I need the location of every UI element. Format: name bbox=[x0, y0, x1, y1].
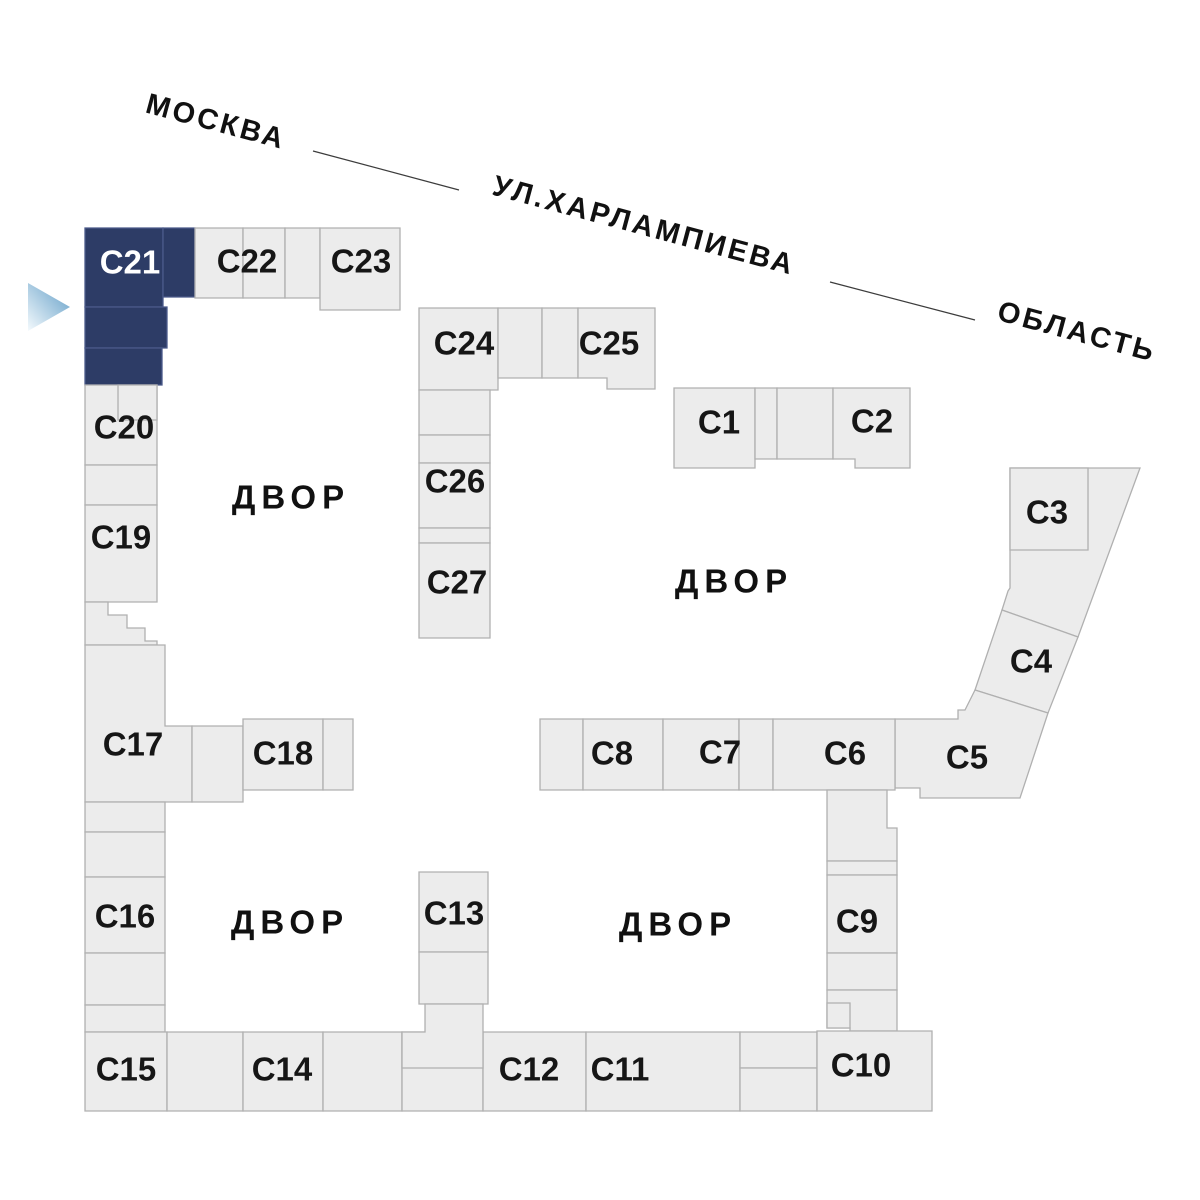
building-cell[interactable] bbox=[826, 874, 898, 954]
building-cell[interactable] bbox=[826, 789, 898, 862]
building-cell[interactable] bbox=[541, 307, 579, 379]
building-c2[interactable]: С2 bbox=[776, 387, 911, 469]
building-c21[interactable]: С21 bbox=[84, 227, 196, 386]
street-label-moscow: МОСКВА bbox=[142, 88, 289, 156]
building-c16[interactable]: С16 bbox=[84, 801, 166, 1033]
building-cell[interactable] bbox=[242, 227, 286, 299]
building-cell[interactable] bbox=[739, 1031, 818, 1069]
building-c15[interactable]: С15 bbox=[84, 1031, 168, 1112]
building-cell[interactable] bbox=[84, 306, 168, 349]
building-cell[interactable] bbox=[585, 1031, 741, 1112]
building-c7[interactable]: С7 bbox=[662, 718, 774, 791]
building-cell[interactable] bbox=[482, 1031, 587, 1112]
building-cell[interactable] bbox=[754, 387, 778, 460]
building-cell[interactable] bbox=[84, 1004, 166, 1033]
building-cell[interactable] bbox=[418, 462, 491, 529]
building-cell[interactable] bbox=[826, 1002, 851, 1029]
courtyard-label-northeast: ДВОР bbox=[675, 563, 793, 600]
building-c22[interactable]: С22 bbox=[194, 227, 321, 299]
building-c26[interactable]: С26 bbox=[418, 389, 491, 529]
building-cell[interactable] bbox=[776, 387, 834, 460]
building-c8[interactable]: С8 bbox=[539, 718, 664, 791]
building-cell[interactable] bbox=[826, 952, 898, 991]
building-cell[interactable] bbox=[84, 876, 166, 954]
building-c24[interactable]: С24 bbox=[418, 307, 579, 391]
building-cell[interactable] bbox=[739, 1067, 818, 1112]
building-cell[interactable] bbox=[577, 307, 656, 390]
building-c13[interactable]: С13 bbox=[401, 871, 489, 1069]
building-cell[interactable] bbox=[816, 1030, 933, 1112]
courtyard-captions: ДВОР ДВОР ДВОР ДВОР bbox=[231, 479, 793, 943]
building-cell[interactable] bbox=[673, 387, 756, 469]
building-c20[interactable]: С20 bbox=[84, 384, 158, 506]
building-c1[interactable]: С1 bbox=[673, 387, 778, 469]
building-cell[interactable] bbox=[418, 542, 491, 639]
street-divider-line bbox=[829, 281, 976, 321]
building-cell[interactable] bbox=[84, 831, 166, 878]
building-cell[interactable] bbox=[418, 871, 489, 953]
building-cell[interactable] bbox=[166, 1031, 244, 1112]
building-cell[interactable] bbox=[539, 718, 584, 791]
building-cell[interactable] bbox=[497, 307, 543, 379]
building-cell[interactable] bbox=[84, 601, 158, 646]
building-cell[interactable] bbox=[319, 227, 401, 311]
building-cell[interactable] bbox=[84, 227, 164, 308]
building-cell[interactable] bbox=[894, 689, 1049, 799]
building-c3[interactable]: С3 bbox=[1001, 467, 1141, 638]
building-cell[interactable] bbox=[84, 644, 193, 803]
building-cell[interactable] bbox=[418, 434, 491, 464]
building-c14[interactable]: С14 bbox=[166, 1031, 324, 1112]
building-cell[interactable] bbox=[191, 725, 244, 803]
building-cell[interactable] bbox=[284, 227, 321, 299]
building-cell[interactable] bbox=[418, 307, 499, 391]
building-cell[interactable] bbox=[84, 801, 166, 833]
building-c11[interactable]: С11 bbox=[585, 1031, 818, 1112]
building-cell[interactable] bbox=[322, 1031, 403, 1112]
building-cell[interactable] bbox=[242, 1031, 324, 1112]
building-c5[interactable]: С5 bbox=[894, 689, 1049, 799]
building-cell[interactable] bbox=[826, 860, 898, 876]
building-cell[interactable] bbox=[84, 347, 163, 386]
building-cell[interactable] bbox=[418, 951, 489, 1005]
street-divider-line bbox=[312, 150, 460, 191]
courtyard-label-northwest: ДВОР bbox=[232, 479, 350, 516]
building-cell[interactable] bbox=[84, 504, 158, 603]
courtyard-label-southwest: ДВОР bbox=[231, 904, 349, 941]
building-c27[interactable]: С27 bbox=[418, 527, 491, 639]
building-cell[interactable] bbox=[772, 718, 896, 791]
building-cell[interactable] bbox=[117, 384, 158, 421]
building-cell[interactable] bbox=[1009, 467, 1089, 551]
building-c17[interactable]: С17 bbox=[84, 644, 244, 803]
building-c23[interactable]: С23 bbox=[319, 227, 401, 311]
building-cell[interactable] bbox=[832, 387, 911, 469]
building-cell[interactable] bbox=[418, 389, 491, 436]
building-cell[interactable] bbox=[582, 718, 664, 791]
building-c25[interactable]: С25 bbox=[577, 307, 656, 390]
building-cell[interactable] bbox=[162, 227, 196, 298]
building-cell[interactable] bbox=[84, 952, 166, 1006]
street-label-kharlampieva: УЛ.ХАРЛАМПИЕВА bbox=[489, 170, 799, 282]
building-cell[interactable] bbox=[401, 1003, 484, 1069]
building-cell[interactable] bbox=[738, 718, 774, 791]
selected-building-pointer-icon bbox=[28, 283, 70, 331]
building-c6[interactable]: С6 bbox=[772, 718, 898, 862]
building-cell[interactable] bbox=[84, 464, 158, 506]
building-c10[interactable]: С10 bbox=[816, 1030, 933, 1112]
building-cell[interactable] bbox=[84, 1031, 168, 1112]
building-cell[interactable] bbox=[194, 227, 244, 299]
building-cell[interactable] bbox=[242, 718, 324, 791]
street-label-oblast: ОБЛАСТЬ bbox=[994, 295, 1160, 368]
courtyard-label-southeast: ДВОР bbox=[619, 906, 737, 943]
building-c9[interactable]: С9 bbox=[826, 860, 898, 1032]
building-cell[interactable] bbox=[418, 527, 491, 544]
building-cell[interactable] bbox=[322, 718, 354, 791]
building-cell[interactable] bbox=[662, 718, 740, 791]
building-c18[interactable]: С18 bbox=[242, 718, 354, 791]
building-c19[interactable]: С19 bbox=[84, 504, 158, 646]
